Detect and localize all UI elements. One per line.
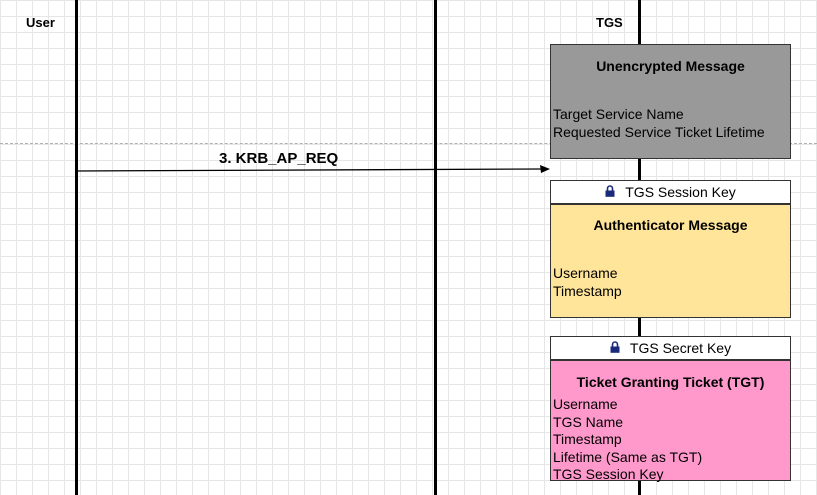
section-divider xyxy=(0,143,817,144)
tgt-fields: Username TGS Name Timestamp Lifetime (Sa… xyxy=(553,396,702,484)
key-label: TGS Secret Key xyxy=(629,340,732,356)
field-line: TGS Session Key xyxy=(553,466,664,482)
field-line: Target Service Name xyxy=(553,106,684,122)
arrow-label: 3. KRB_AP_REQ xyxy=(219,150,339,167)
actor-tgs-label: TGS xyxy=(596,15,623,30)
tgt-title: Ticket Granting Ticket (TGT) xyxy=(576,374,765,390)
tgt-box: Ticket Granting Ticket (TGT) Username TG… xyxy=(550,360,791,484)
field-line: Requested Service Ticket Lifetime xyxy=(553,123,765,140)
actor-user-label: User xyxy=(26,15,55,30)
authenticator-message-title: Authenticator Message xyxy=(593,217,748,233)
unencrypted-message-fields: Target Service Name Requested Service Ti… xyxy=(553,106,765,141)
user-lifeline xyxy=(75,0,78,495)
field-line: Username xyxy=(553,396,618,412)
field-line: Lifetime (Same as TGT) xyxy=(553,448,703,465)
arrowhead-icon xyxy=(540,165,550,173)
unencrypted-message-title: Unencrypted Message xyxy=(596,58,745,74)
field-line: Timestamp xyxy=(553,282,622,299)
lock-icon xyxy=(605,184,615,200)
authenticator-message-box: Authenticator Message Username Timestamp xyxy=(550,204,791,318)
field-line: Timestamp xyxy=(553,431,622,447)
key-label: TGS Session Key xyxy=(625,184,736,200)
middle-lifeline xyxy=(434,0,437,495)
tgs-secret-key-header: TGS Secret Key xyxy=(550,336,791,360)
tgs-session-key-header: TGS Session Key xyxy=(550,180,791,204)
unencrypted-message-box: Unencrypted Message Target Service Name … xyxy=(550,44,791,159)
field-line: TGS Name xyxy=(553,413,624,430)
authenticator-message-fields: Username Timestamp xyxy=(553,265,622,300)
lock-icon xyxy=(610,340,620,356)
field-line: Username xyxy=(553,265,618,281)
